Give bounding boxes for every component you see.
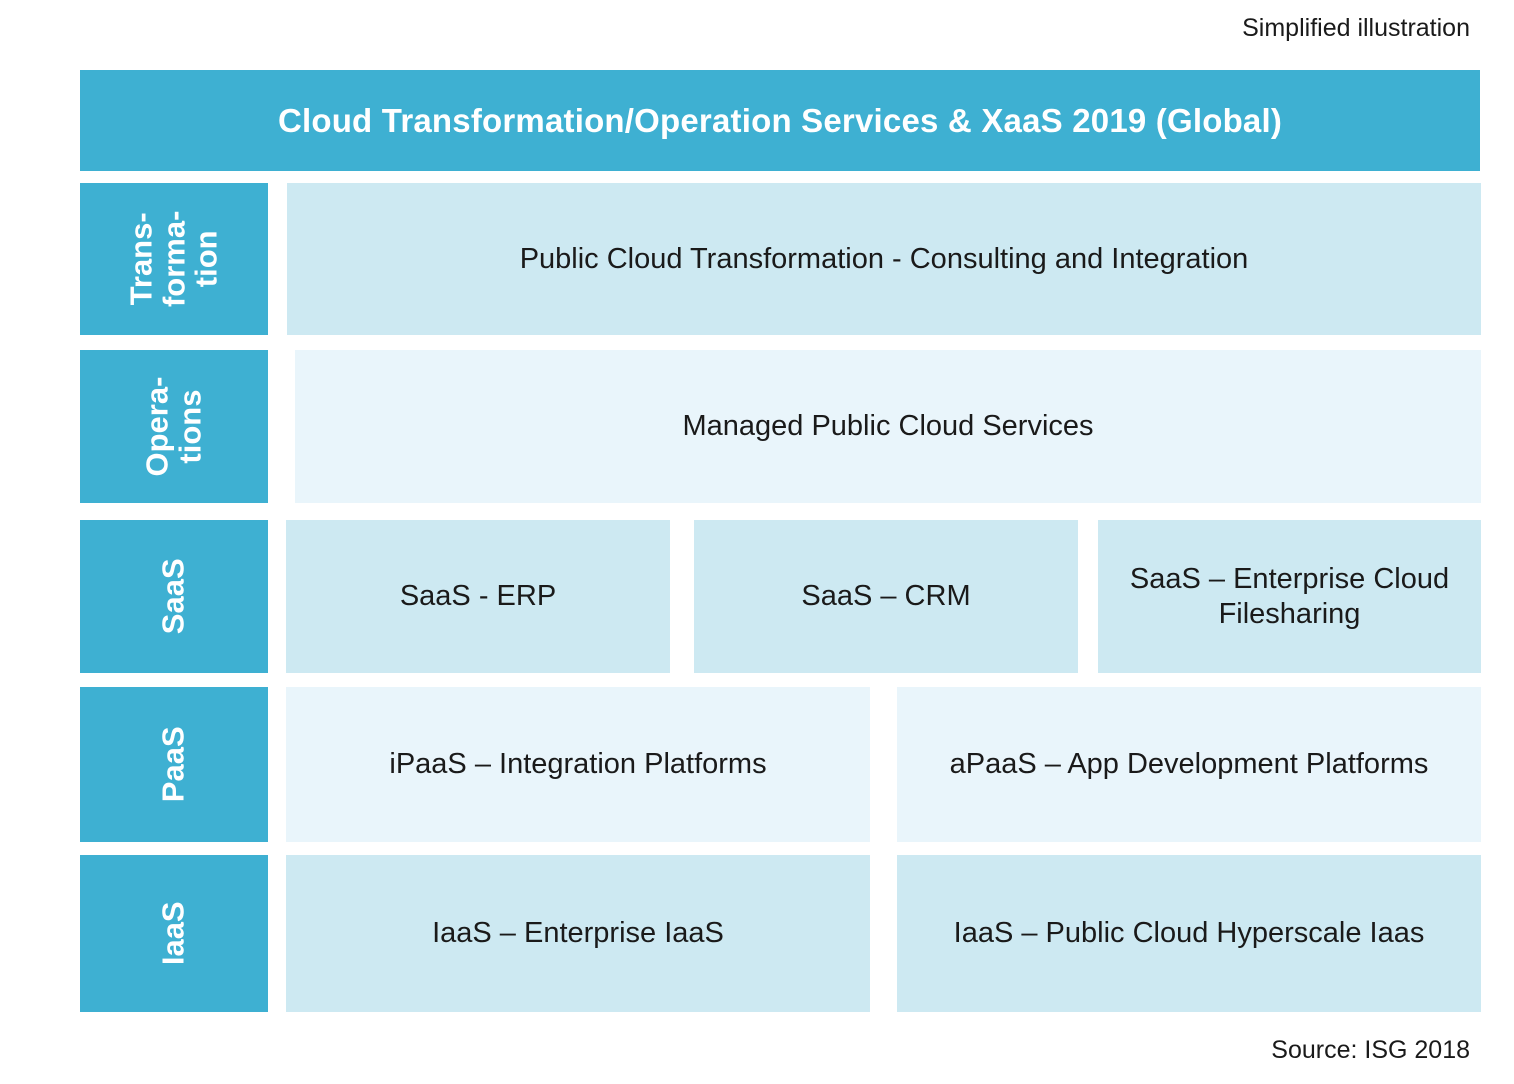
label-line: tion <box>188 230 224 288</box>
box-iaas-public-cloud-hyperscale-iaas: IaaS – Public Cloud Hyperscale Iaas <box>897 855 1481 1012</box>
source-note: Source: ISG 2018 <box>1271 1036 1470 1064</box>
box-public-cloud-transformation: Public Cloud Transformation - Consulting… <box>287 183 1481 335</box>
box-saas-crm: SaaS – CRM <box>694 520 1078 673</box>
diagram-title-bar: Cloud Transformation/Operation Services … <box>80 70 1480 171</box>
row-label-transformation-text: Trans- forma- tion <box>123 210 224 308</box>
row-label-transformation: Trans- forma- tion <box>80 183 268 335</box>
label-line: forma- <box>155 210 191 308</box>
box-apaas-app-development-platforms: aPaaS – App Development Platforms <box>897 687 1481 842</box>
label-line: Opera- <box>139 376 175 477</box>
box-managed-public-cloud-services: Managed Public Cloud Services <box>295 350 1481 503</box>
box-saas-enterprise-cloud-filesharing: SaaS – Enterprise Cloud Filesharing <box>1098 520 1481 673</box>
simplified-illustration-note: Simplified illustration <box>1242 14 1470 42</box>
label-line: SaaS <box>155 558 191 635</box>
row-label-operations-text: Opera- tions <box>139 376 207 477</box>
row-label-operations: Opera- tions <box>80 350 268 503</box>
row-label-saas-text: SaaS <box>155 558 191 635</box>
box-iaas-enterprise-iaas: IaaS – Enterprise IaaS <box>286 855 870 1012</box>
label-line: IaaS <box>155 901 191 966</box>
box-ipaas-integration-platforms: iPaaS – Integration Platforms <box>286 687 870 842</box>
label-line: tions <box>171 389 207 464</box>
row-label-paas-text: PaaS <box>155 726 191 803</box>
label-line: PaaS <box>155 726 191 803</box>
row-label-paas: PaaS <box>80 687 268 842</box>
box-saas-erp: SaaS - ERP <box>286 520 670 673</box>
row-label-saas: SaaS <box>80 520 268 673</box>
label-line: Trans- <box>123 212 159 306</box>
diagram-title: Cloud Transformation/Operation Services … <box>277 101 1283 139</box>
row-label-iaas-text: IaaS <box>155 901 191 966</box>
row-label-iaas: IaaS <box>80 855 268 1012</box>
